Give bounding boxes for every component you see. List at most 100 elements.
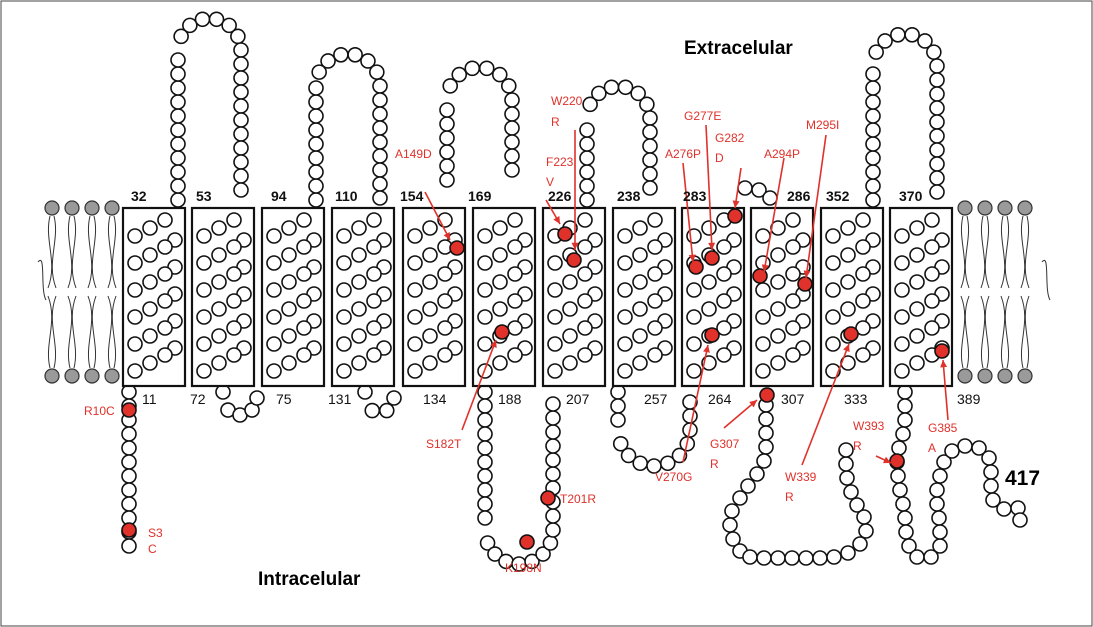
- lipid-head: [978, 369, 992, 383]
- residue: [910, 221, 924, 235]
- residue: [717, 267, 731, 281]
- tm-top-number: 53: [196, 188, 212, 204]
- transmembrane-helices: [123, 208, 952, 386]
- residue: [763, 191, 777, 205]
- transmembrane-helix: [890, 208, 952, 386]
- residue: [925, 240, 939, 254]
- residue: [373, 79, 387, 93]
- residue: [478, 310, 492, 324]
- residue: [370, 65, 384, 79]
- residue: [856, 267, 870, 281]
- mutation-residue: [520, 535, 534, 549]
- transmembrane-helix: [751, 208, 813, 386]
- residue: [197, 310, 211, 324]
- residue: [423, 275, 437, 289]
- residue: [438, 294, 452, 308]
- residue: [757, 454, 771, 468]
- residue: [352, 275, 366, 289]
- tm-bottom-number: 131: [328, 391, 352, 407]
- residue: [771, 551, 785, 565]
- residue: [826, 283, 840, 297]
- residue: [505, 149, 519, 163]
- residue: [267, 283, 281, 297]
- residue: [925, 294, 939, 308]
- residue: [267, 337, 281, 351]
- residue: [866, 193, 880, 207]
- residue: [423, 302, 437, 316]
- residue: [786, 348, 800, 362]
- residue: [543, 536, 557, 550]
- mutation-residue: [689, 260, 703, 274]
- residue: [352, 329, 366, 343]
- residue: [896, 497, 910, 511]
- residue: [478, 399, 492, 413]
- residue: [282, 221, 296, 235]
- residue: [309, 193, 323, 207]
- lipid-head: [1018, 201, 1032, 215]
- residue: [337, 337, 351, 351]
- residue: [373, 121, 387, 135]
- lipid-tail: [68, 296, 72, 368]
- residue: [786, 267, 800, 281]
- residue: [408, 337, 422, 351]
- residue: [866, 179, 880, 193]
- residue: [546, 411, 560, 425]
- residue: [423, 248, 437, 262]
- residue: [195, 12, 209, 26]
- residue: [227, 294, 241, 308]
- mutation-label: V: [546, 175, 554, 189]
- residue: [844, 485, 858, 499]
- residue: [892, 441, 906, 455]
- residue: [227, 240, 241, 254]
- residue: [771, 302, 785, 316]
- residue: [480, 61, 494, 75]
- residue: [234, 57, 248, 71]
- residue: [367, 294, 381, 308]
- residue: [725, 504, 739, 518]
- residue: [234, 183, 248, 197]
- residue: [493, 248, 507, 262]
- residue: [508, 294, 522, 308]
- residue: [440, 145, 454, 159]
- residue: [337, 310, 351, 324]
- residue: [365, 404, 379, 418]
- residue: [759, 440, 773, 454]
- residue: [633, 302, 647, 316]
- residue: [896, 427, 910, 441]
- residue: [128, 256, 142, 270]
- residue: [997, 502, 1011, 516]
- lipid-head: [85, 369, 99, 383]
- residue: [548, 310, 562, 324]
- residue: [546, 467, 560, 481]
- residue: [580, 151, 594, 165]
- tm-bottom-number: 333: [844, 391, 868, 407]
- residue: [633, 356, 647, 370]
- residue: [440, 103, 454, 117]
- residue: [321, 54, 335, 68]
- residue: [984, 465, 998, 479]
- lipid-tail: [1042, 260, 1050, 300]
- residue: [358, 385, 372, 399]
- lipid-tail: [72, 296, 76, 368]
- lipid-tail: [48, 216, 52, 288]
- mutation-residue: [728, 209, 742, 223]
- mutation-label: A: [928, 441, 936, 455]
- residue: [859, 524, 873, 538]
- residue: [866, 67, 880, 81]
- residue: [171, 165, 185, 179]
- tm-top-number: 370: [899, 188, 923, 204]
- residue: [171, 53, 185, 67]
- residue: [898, 385, 912, 399]
- residue: [750, 467, 764, 481]
- residue: [143, 275, 157, 289]
- lipid-tail: [112, 216, 116, 288]
- residue: [899, 525, 913, 539]
- residue: [930, 157, 944, 171]
- mutation-residue: [705, 328, 719, 342]
- residue: [183, 18, 197, 32]
- residue: [930, 143, 944, 157]
- residue: [648, 240, 662, 254]
- residue: [548, 256, 562, 270]
- residue: [743, 550, 757, 564]
